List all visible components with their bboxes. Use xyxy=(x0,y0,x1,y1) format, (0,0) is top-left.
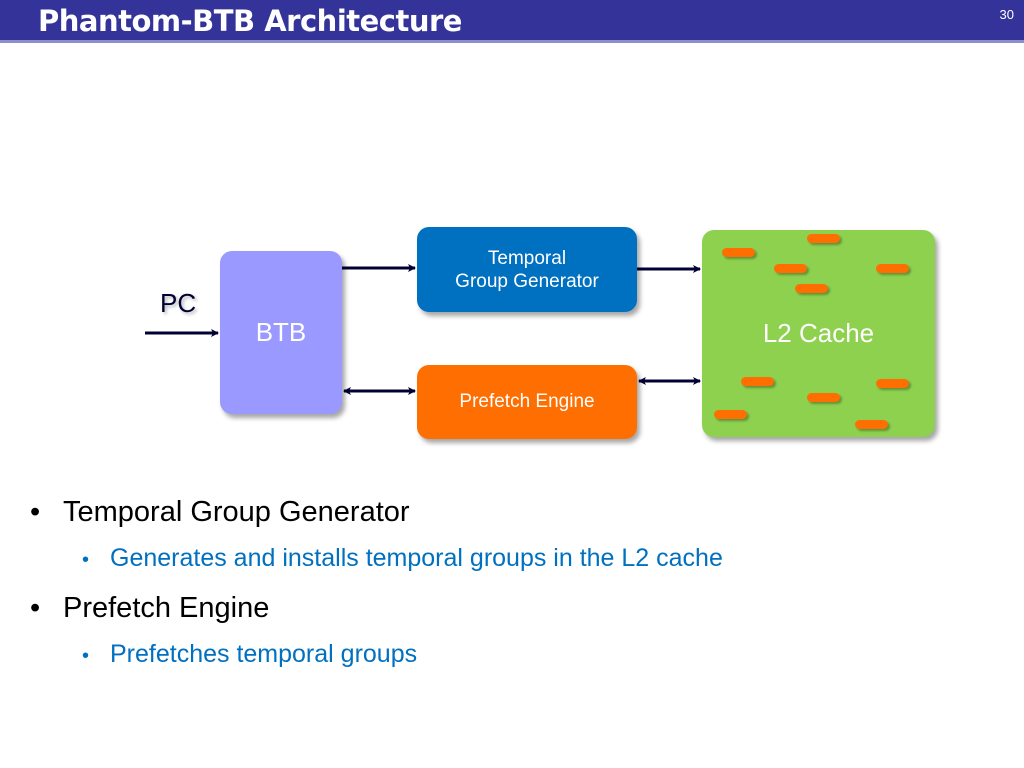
bullet-text: Prefetch Engine xyxy=(63,592,270,624)
page-number: 30 xyxy=(999,7,1014,22)
sub-bullet-item: • Prefetches temporal groups xyxy=(30,634,723,684)
cache-block xyxy=(876,264,909,273)
bullet-item: • Prefetch Engine xyxy=(30,588,723,634)
bullet-list: • Temporal Group Generator • Generates and… xyxy=(30,492,723,684)
title-bar: Phantom-BTB Architecture 30 xyxy=(0,0,1024,43)
cache-block xyxy=(741,377,774,386)
tgg-label-line1: Temporal xyxy=(487,247,567,269)
bullet-dot: • xyxy=(30,592,41,624)
cache-block xyxy=(807,393,840,402)
bullet-dot: • xyxy=(82,549,90,571)
cache-block xyxy=(855,420,888,429)
bullet-dot: • xyxy=(82,645,90,667)
cache-block xyxy=(876,379,909,388)
prefetch-engine-box: Prefetch Engine xyxy=(417,365,637,439)
pc-label: PC xyxy=(160,288,197,318)
bullet-text: Temporal Group Generator xyxy=(63,496,410,528)
l2-cache-box: L2 Cache xyxy=(702,230,935,437)
sub-bullet-text: Prefetches temporal groups xyxy=(110,640,418,668)
temporal-group-generator-box: Temporal Group Generator xyxy=(417,227,637,312)
slide-title: Phantom-BTB Architecture xyxy=(38,4,462,38)
btb-box: BTB xyxy=(220,251,342,414)
cache-block xyxy=(774,264,807,273)
btb-label: BTB xyxy=(255,317,307,347)
bullet-item: • Temporal Group Generator xyxy=(30,492,723,538)
prefetch-engine-label: Prefetch Engine xyxy=(459,391,595,412)
cache-block xyxy=(722,248,755,257)
l2-cache-label: L2 Cache xyxy=(762,318,875,348)
cache-block xyxy=(714,410,747,419)
tgg-label-line2: Group Generator xyxy=(455,270,599,292)
bullet-dot: • xyxy=(30,496,41,528)
cache-block xyxy=(795,284,828,293)
sub-bullet-text: Generates and installs temporal groups i… xyxy=(110,544,723,572)
sub-bullet-item: • Generates and installs temporal groups … xyxy=(30,538,723,588)
cache-block xyxy=(807,234,840,243)
